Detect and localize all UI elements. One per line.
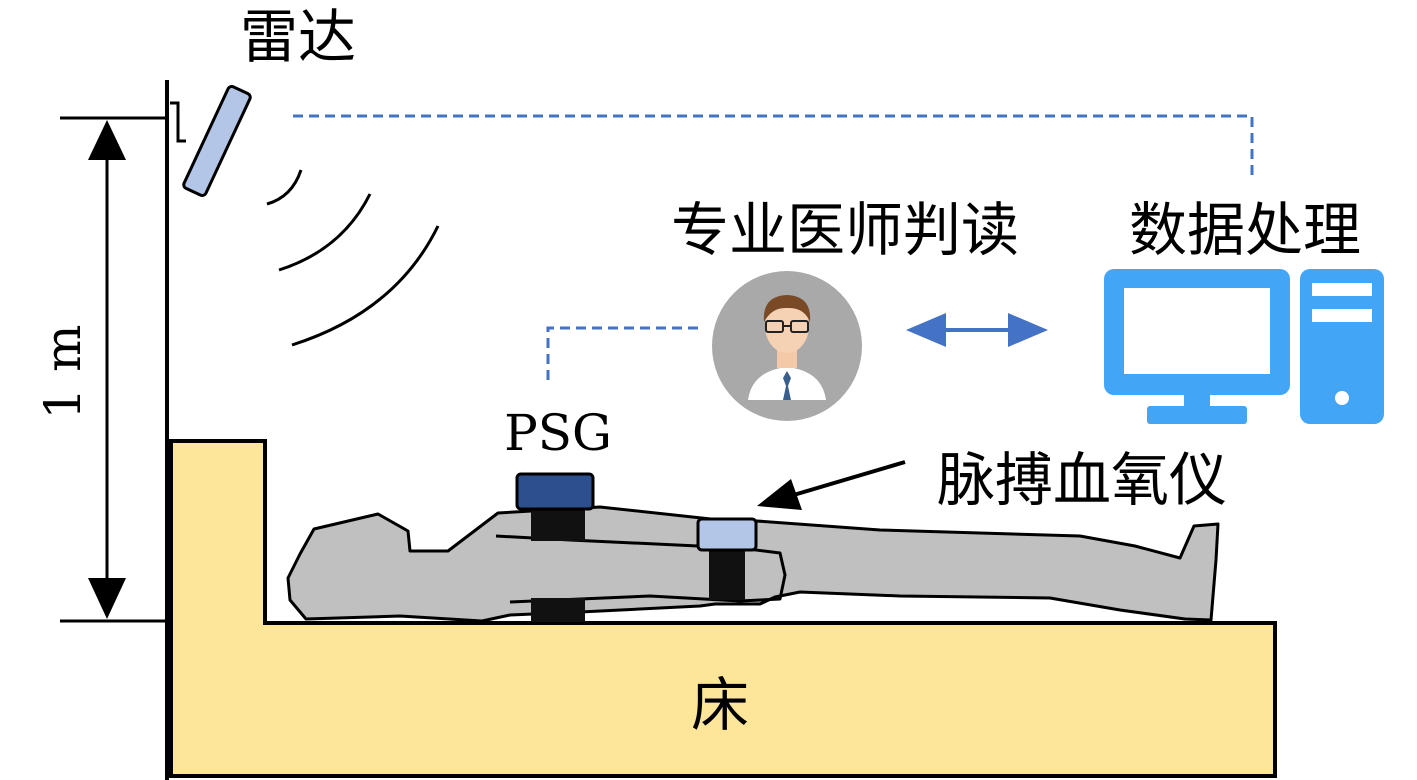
arrow-up-icon	[88, 120, 126, 160]
height-label: 1 m	[34, 324, 92, 419]
radar-label: 雷达	[240, 3, 356, 71]
bed	[169, 439, 1277, 778]
oximeter-arrowhead-icon	[757, 479, 802, 510]
doctor-avatar-icon	[712, 271, 862, 421]
doctor-label: 专业医师判读	[671, 196, 1019, 264]
radar-icon	[170, 84, 252, 198]
radar-to-computer-link	[293, 114, 1254, 181]
psg-label: PSG	[504, 404, 612, 462]
bed-label: 床	[691, 671, 749, 739]
computer-icon	[1104, 269, 1384, 424]
radar-waves	[266, 169, 440, 347]
oximeter-label: 脉搏血氧仪	[937, 446, 1227, 514]
height-dimension	[60, 116, 165, 623]
arrow-down-icon	[88, 578, 126, 619]
processing-label: 数据处理	[1129, 196, 1361, 264]
arrow-right-icon	[1008, 313, 1048, 347]
psg-to-doctor-link	[546, 326, 698, 380]
doctor-computer-double-arrow	[906, 313, 1048, 347]
psg-device	[515, 472, 595, 622]
patient-arm	[495, 534, 787, 604]
arrow-left-icon	[906, 313, 946, 347]
pulse-oximeter-device	[696, 517, 758, 600]
